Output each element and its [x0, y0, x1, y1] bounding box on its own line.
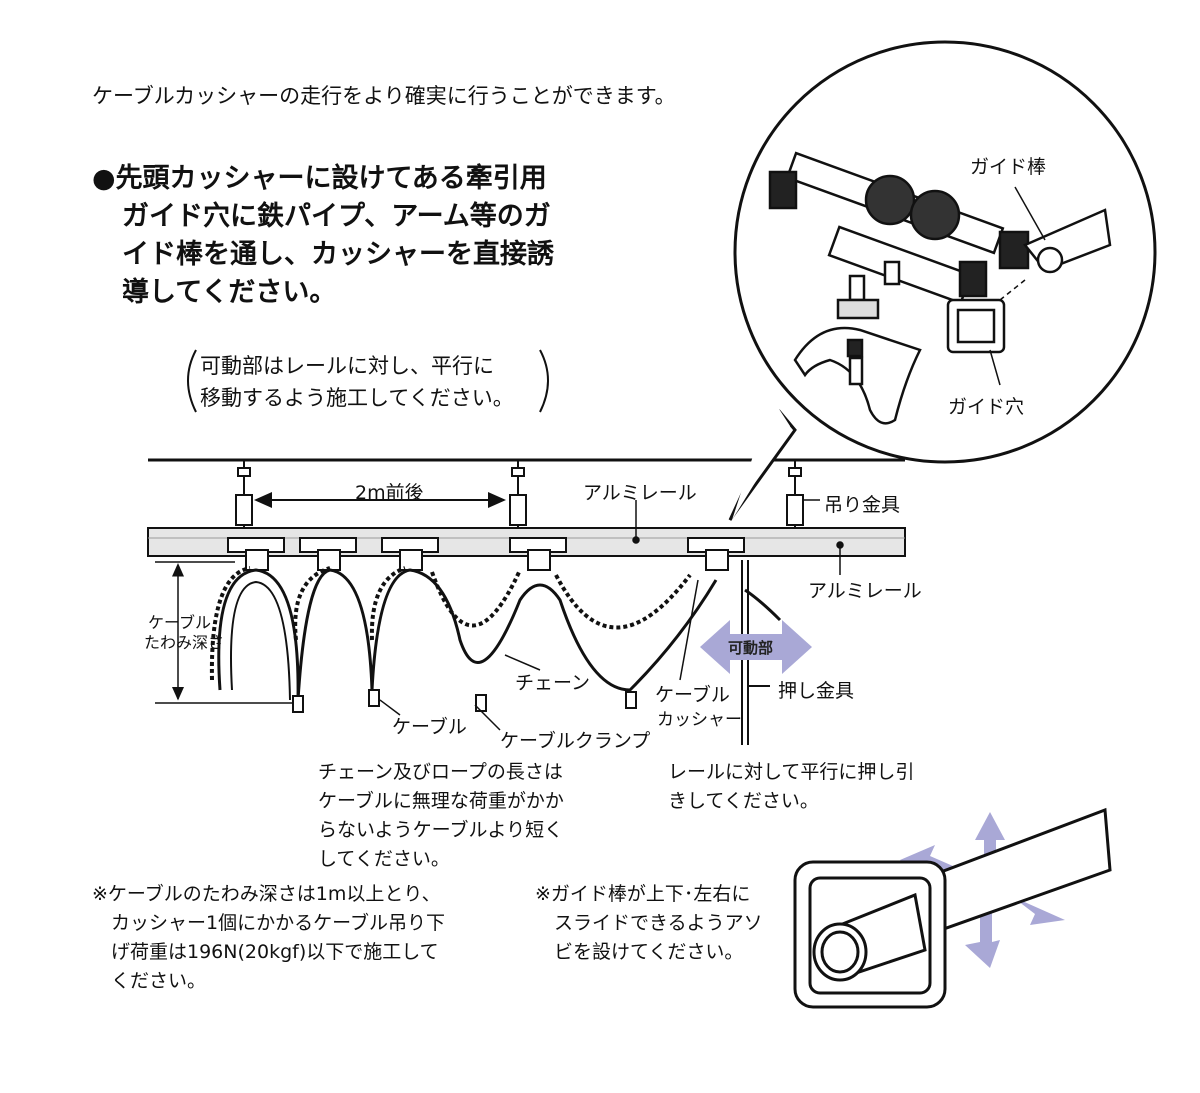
note-chain-rope-line-3: らないようケーブルより短く	[318, 819, 564, 841]
label-hanger: 吊り金具	[824, 494, 901, 516]
hanger-brackets	[235, 460, 804, 528]
label-cable-trolley-1: ケーブル	[655, 684, 730, 706]
guide-rod-inset	[793, 807, 1112, 1009]
label-guide-hole: ガイド穴	[948, 396, 1025, 418]
note-sag-depth-line-3: げ荷重は196N(20kgf)以下で施工して	[92, 941, 439, 963]
label-cable-clamp: ケーブルクランプ	[500, 730, 651, 752]
magnified-callout	[728, 40, 1157, 521]
bullet-line-2: ガイド穴に鉄パイプ、アーム等のガ	[122, 201, 551, 232]
label-cable-trolley-2: カッシャー	[657, 710, 742, 730]
label-leaders	[379, 579, 699, 731]
bullet-instruction: ●先頭カッシャーに設けてある牽引用 ガイド穴に鉄パイプ、アーム等のガ イド棒を通…	[92, 160, 554, 312]
label-chain: チェーン	[515, 672, 591, 694]
note-push-pull: レールに対して平行に押し引 きしてください。	[668, 758, 914, 816]
note-sag-depth-line-4: ください。	[92, 970, 207, 992]
cable-clamps	[292, 689, 637, 713]
note-guide-slide-line-2: スライドできるようアソ	[535, 912, 763, 934]
rail-leaders	[632, 499, 844, 575]
intro-text: ケーブルカッシャーの走行をより確実に行うことができます。	[92, 84, 676, 108]
bullet-line-3: イド棒を通し、カッシャーを直接誘	[122, 239, 554, 270]
bullet-line-4: 導してください。	[122, 277, 337, 308]
label-push-bracket: 押し金具	[778, 680, 855, 702]
parallel-note-line-2: 移動するよう施工してください。	[200, 386, 514, 410]
note-push-pull-line-1: レールに対して平行に押し引	[668, 761, 915, 783]
note-sag-depth-line-1: ※ケーブルのたわみ深さは1m以上とり、	[92, 883, 441, 905]
note-guide-slide-line-1: ※ガイド棒が上下･左右に	[535, 883, 751, 905]
note-sag-depth-line-2: カッシャー1個にかかるケーブル吊り下	[92, 912, 445, 934]
note-chain-rope-line-2: ケーブルに無理な荷重がかか	[318, 790, 564, 812]
paren-brackets	[187, 349, 549, 413]
note-chain-rope: チェーン及びロープの長さは ケーブルに無理な荷重がかか らないようケーブルより短…	[318, 758, 564, 874]
label-alumi-rail-top: アルミレール	[583, 482, 697, 504]
label-spacing: 2m前後	[355, 482, 424, 504]
chains	[209, 566, 692, 681]
trolleys	[227, 537, 745, 571]
note-guide-slide: ※ガイド棒が上下･左右に スライドできるようアソ ビを設けてください。	[535, 880, 763, 967]
note-chain-rope-line-1: チェーン及びロープの長さは	[318, 761, 563, 783]
label-movable: 可動部	[728, 639, 774, 657]
label-cable: ケーブル	[392, 716, 467, 738]
label-alumi-rail-side: アルミレール	[808, 580, 922, 602]
label-cable-sag-1: ケーブル	[148, 613, 212, 632]
note-push-pull-line-2: きしてください。	[668, 790, 819, 812]
movable-arrow	[700, 620, 812, 674]
label-guide-rod: ガイド棒	[970, 156, 1047, 178]
note-chain-rope-line-4: してください。	[318, 848, 450, 870]
note-sag-depth: ※ケーブルのたわみ深さは1m以上とり、 カッシャー1個にかかるケーブル吊り下 げ…	[92, 880, 445, 996]
bullet-mark: ●	[92, 163, 116, 194]
parallel-note: 可動部はレールに対し、平行に 移動するよう施工してください。	[200, 350, 514, 414]
sag-depth-dimension	[155, 561, 300, 704]
note-guide-slide-line-3: ビを設けてください。	[535, 941, 744, 963]
label-cable-sag-2: たわみ深さ	[144, 633, 225, 652]
bullet-line-1: 先頭カッシャーに設けてある牽引用	[115, 163, 547, 194]
parallel-note-line-1: 可動部はレールに対し、平行に	[200, 354, 494, 378]
